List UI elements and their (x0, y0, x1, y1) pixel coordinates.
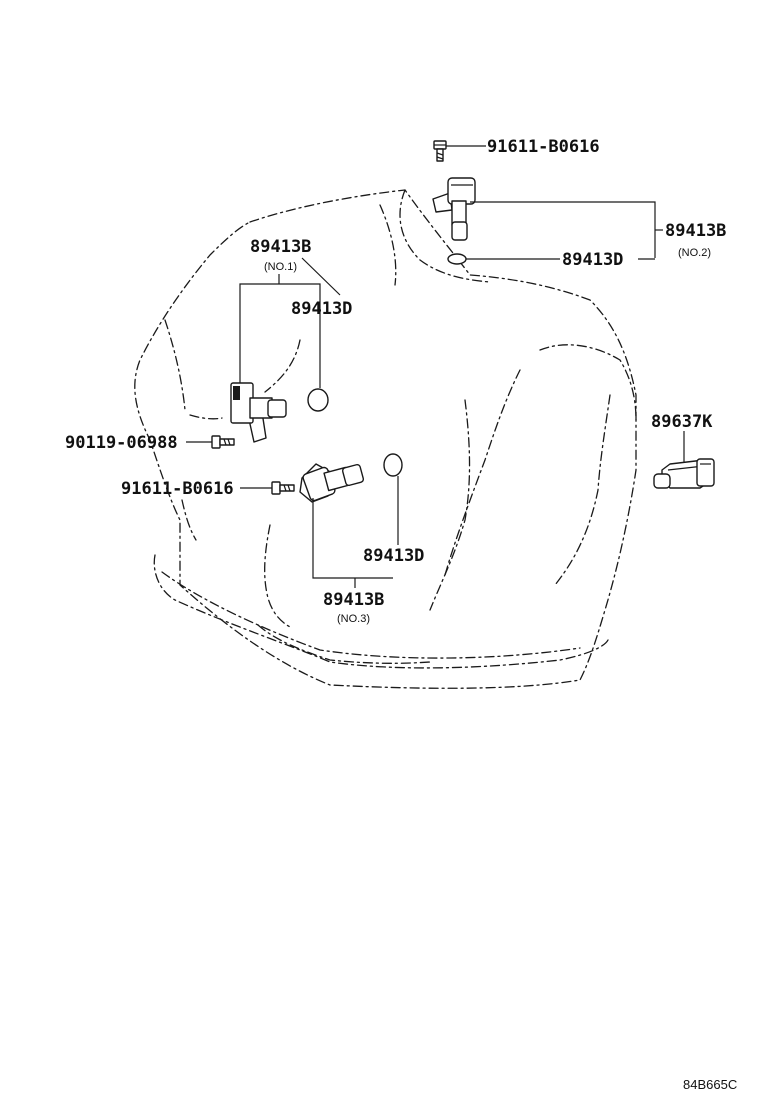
leader-oring-no1-a (301, 257, 341, 296)
label-sensor-no3: 89413B (323, 590, 384, 610)
o-ring-no3[interactable] (383, 453, 403, 477)
bracket-sensor-no3 (312, 498, 393, 588)
label-oring-no1: 89413D (291, 299, 352, 319)
label-sensor-no3-sub: (NO.3) (337, 613, 370, 625)
bolt-left[interactable] (211, 435, 235, 449)
label-bolt-mid: 91611-B0616 (121, 479, 234, 499)
label-bolt-top: 91611-B0616 (487, 137, 600, 157)
label-oring-no2: 89413D (562, 250, 623, 270)
label-knock-sensor: 89637K (651, 412, 713, 432)
label-sensor-no2: 89413B (665, 221, 726, 241)
speed-sensor-no1[interactable] (230, 382, 287, 443)
bolt-top[interactable] (433, 140, 447, 162)
bracket-sensor-no2 (470, 201, 656, 258)
o-ring-no2[interactable] (447, 253, 467, 265)
speed-sensor-no2[interactable] (432, 177, 476, 241)
knock-sensor[interactable] (653, 458, 715, 489)
label-bolt-left: 90119-06988 (65, 433, 178, 453)
o-ring-no1[interactable] (307, 388, 329, 412)
label-sensor-no1: 89413B (250, 237, 311, 257)
diagram-code: 84B665C (683, 1077, 737, 1092)
bolt-mid[interactable] (271, 481, 295, 495)
label-sensor-no2-sub: (NO.2) (678, 247, 711, 259)
label-oring-no3: 89413D (363, 546, 424, 566)
label-sensor-no1-sub: (NO.1) (264, 261, 297, 273)
transmission-housing-outline (134, 189, 637, 689)
speed-sensor-no3[interactable] (299, 463, 365, 503)
bracket-sensor-no1 (239, 274, 321, 388)
